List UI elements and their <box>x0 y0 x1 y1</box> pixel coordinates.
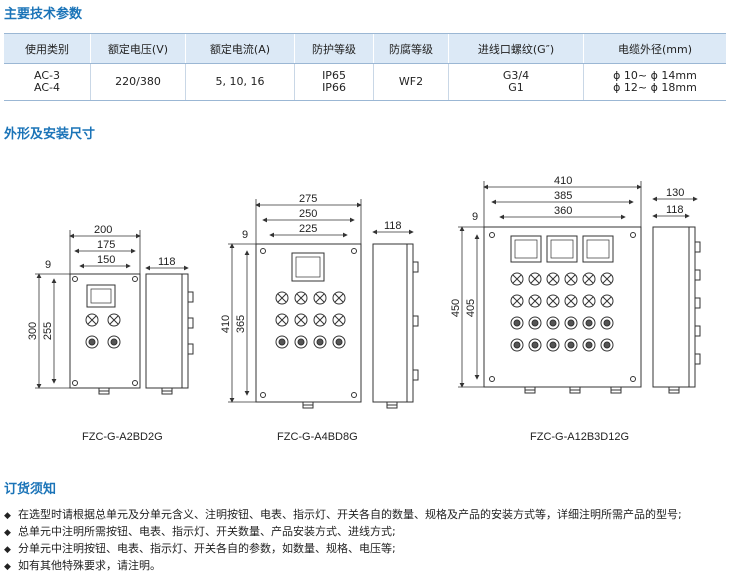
header-inlet-thread: 进线口螺纹(G″) <box>448 33 584 64</box>
note-text: 总单元中注明所需按钮、电表、指示灯、开关数量、产品安装方式、进线方式; <box>18 525 396 538</box>
spec-table: 使用类别 额定电压(V) 额定电流(A) 防护等级 防腐等级 进线口螺纹(G″)… <box>4 33 726 101</box>
dim-width-inner: 360 <box>554 205 573 217</box>
list-item: ◆ 如有其他特殊要求，请注明。 <box>4 558 682 575</box>
cell-inlet-thread: G3/4 G1 <box>448 63 584 101</box>
dim-width-mount: 385 <box>554 190 573 202</box>
cell-protection-grade: IP65 IP66 <box>294 63 374 101</box>
note-text: 分单元中注明按钮、电表、指示灯、开关各自的参数，如数量、规格、电压等; <box>18 542 396 555</box>
list-item: ◆ 总单元中注明所需按钮、电表、指示灯、开关数量、产品安装方式、进线方式; <box>4 524 682 541</box>
cell-usage-category: AC-3 AC-4 <box>4 63 91 101</box>
bullet-icon: ◆ <box>4 528 11 538</box>
dim-height-overall: 300 <box>27 321 40 341</box>
ordering-notes: ◆ 在选型时请根据总单元及分单元含义、注明按钮、电表、指示灯、开关各自的数量、规格… <box>4 507 682 575</box>
dim-height-mount: 365 <box>235 314 248 334</box>
drawing-2-side <box>372 243 419 409</box>
dim-height-overall: 410 <box>220 314 233 334</box>
dim-width-overall: 275 <box>299 193 318 205</box>
dim-depth: 118 <box>158 256 176 268</box>
bullet-icon: ◆ <box>4 562 11 572</box>
drawing-2-front <box>255 243 362 409</box>
dim-width-overall: 200 <box>94 224 113 236</box>
bullet-icon: ◆ <box>4 545 11 555</box>
dim-margin: 9 <box>472 211 479 223</box>
header-protection-grade: 防护等级 <box>294 33 374 64</box>
spec-table-header-row: 使用类别 额定电压(V) 额定电流(A) 防护等级 防腐等级 进线口螺纹(G″)… <box>4 33 726 64</box>
section-title-ordering: 订货须知 <box>4 482 57 497</box>
drawing-3-front <box>483 226 642 394</box>
header-anticorrosion-grade: 防腐等级 <box>373 33 449 64</box>
drawing-3-side <box>652 226 701 394</box>
dim-depth-overall: 130 <box>666 187 685 199</box>
list-item: ◆ 在选型时请根据总单元及分单元含义、注明按钮、电表、指示灯、开关各自的数量、规格… <box>4 507 682 524</box>
dim-width-mount: 175 <box>97 239 116 251</box>
cell-rated-voltage: 220/380 <box>90 63 186 101</box>
table-row: AC-3 AC-4 220/380 5, 10, 16 IP65 IP66 WF… <box>4 63 726 101</box>
dim-width-mount: 250 <box>299 208 318 220</box>
note-text: 在选型时请根据总单元及分单元含义、注明按钮、电表、指示灯、开关各自的数量、规格及… <box>18 508 682 521</box>
dim-margin: 9 <box>45 259 52 271</box>
note-text: 如有其他特殊要求，请注明。 <box>18 559 161 572</box>
cell-rated-current: 5, 10, 16 <box>185 63 295 101</box>
dim-height-mount: 405 <box>465 298 478 318</box>
drawing-1-dims <box>35 230 189 389</box>
dim-depth: 118 <box>384 220 402 232</box>
list-item: ◆ 分单元中注明按钮、电表、指示灯、开关各自的参数，如数量、规格、电压等; <box>4 541 682 558</box>
dim-width-inner: 225 <box>299 223 318 235</box>
model-label-3: FZC-G-A12B3D12G <box>530 431 630 443</box>
header-usage-category: 使用类别 <box>4 33 91 64</box>
dim-height-overall: 450 <box>450 298 463 318</box>
drawing-2-dims <box>228 199 414 403</box>
section-title-dimensions: 外形及安装尺寸 <box>4 127 96 142</box>
model-label-2: FZC-G-A4BD8G <box>277 431 358 443</box>
dim-margin: 9 <box>242 229 249 241</box>
header-cable-diameter: 电缆外径(mm) <box>583 33 726 64</box>
cell-anticorrosion-grade: WF2 <box>373 63 449 101</box>
dim-width-inner: 150 <box>97 254 116 266</box>
drawing-1-front <box>69 273 141 395</box>
bullet-icon: ◆ <box>4 511 11 521</box>
dim-width-overall: 410 <box>554 175 573 187</box>
dim-height-mount: 255 <box>42 321 55 341</box>
drawing-1-side <box>145 273 194 395</box>
drawing-3-dims <box>458 181 698 388</box>
section-title-specs: 主要技术参数 <box>4 7 83 22</box>
model-label-1: FZC-G-A2BD2G <box>82 431 163 443</box>
header-rated-voltage: 额定电压(V) <box>90 33 186 64</box>
dim-depth: 118 <box>666 204 684 216</box>
cell-cable-diameter: ϕ 10~ ϕ 14mm ϕ 12~ ϕ 18mm <box>583 63 726 101</box>
header-rated-current: 额定电流(A) <box>185 33 295 64</box>
